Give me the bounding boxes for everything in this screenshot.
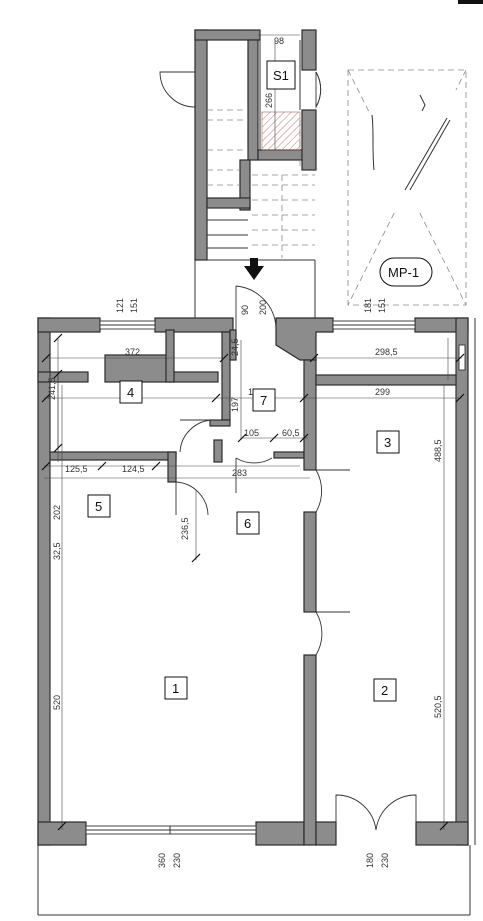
svg-text:7: 7 <box>260 393 267 408</box>
dim-bottom-win-a1: 360 <box>157 853 167 868</box>
svg-text:S1: S1 <box>273 68 289 83</box>
dimension-labels: 372 298,5 241,5 105 60,5 197 24,5 488,5 … <box>47 36 443 868</box>
dim-stair-height: 266 <box>264 93 274 108</box>
dim-row5-c: 283 <box>232 468 247 478</box>
dim-win-a1: 121 <box>115 298 125 313</box>
stair-doors <box>159 71 322 109</box>
dim-room7-width: 105 <box>244 428 259 438</box>
room-label-6: 6 <box>236 511 260 535</box>
mp1-label: MP-1 <box>379 257 433 287</box>
dim-win-a2: 151 <box>129 298 139 313</box>
dim-bottom-right-width: 299 <box>375 387 390 397</box>
dim-room7-top: 24,5 <box>230 338 240 356</box>
room-label-2: 2 <box>373 678 397 702</box>
svg-text:4: 4 <box>127 385 134 400</box>
dim-entry-b: 200 <box>258 300 268 315</box>
dim-win-b1: 181 <box>363 298 373 313</box>
corner-mark <box>458 0 483 4</box>
dim-bottom-win-a2: 230 <box>172 853 182 868</box>
stair-label-s1: S1 <box>266 60 296 90</box>
room-label-5: 5 <box>87 494 111 518</box>
dim-room7-height: 197 <box>230 397 240 412</box>
dim-room5-height: 202 <box>52 505 62 520</box>
svg-text:3: 3 <box>384 435 391 450</box>
dim-room2-height: 520,5 <box>433 695 443 718</box>
entry-arrow-icon <box>244 258 264 280</box>
room-label-3: 3 <box>376 430 400 454</box>
dim-left-upper-height: 241,5 <box>47 377 57 400</box>
dim-stair-width: 98 <box>274 36 284 46</box>
dim-win-b2: 151 <box>377 298 387 313</box>
stair-walls <box>194 29 317 261</box>
windows <box>85 320 466 835</box>
svg-text:2: 2 <box>381 683 388 698</box>
dimension-ticks <box>41 333 465 831</box>
mp1-element <box>347 69 467 306</box>
dim-room3-height: 488,5 <box>433 439 443 462</box>
building-walls <box>37 317 469 846</box>
dim-room5-small: 32,5 <box>52 542 62 560</box>
dim-top-right-width: 298,5 <box>375 347 398 357</box>
dim-bottom-win-b1: 180 <box>365 853 375 868</box>
dim-top-left-width: 372 <box>125 347 140 357</box>
dim-row5-a: 125,5 <box>65 464 88 474</box>
room-labels: 1 2 3 4 5 6 7 S1 <box>87 60 433 702</box>
dimension-lines <box>44 34 462 830</box>
stair-details <box>207 40 315 261</box>
dim-entry-a: 90 <box>240 305 250 315</box>
room-label-1: 1 <box>164 676 188 700</box>
room-lines <box>49 332 457 822</box>
dim-room6-height: 236,5 <box>180 517 190 540</box>
doors <box>175 285 417 831</box>
room-label-4: 4 <box>119 380 143 404</box>
dim-room1-height: 520 <box>52 695 62 710</box>
room-label-7: 7 <box>252 388 276 412</box>
svg-text:6: 6 <box>244 516 251 531</box>
svg-text:1: 1 <box>172 681 179 696</box>
dim-bottom-win-b2: 230 <box>380 853 390 868</box>
dim-room7-small: 60,5 <box>282 428 300 438</box>
svg-text:5: 5 <box>95 499 102 514</box>
dim-row5-b: 124,5 <box>122 464 145 474</box>
svg-text:MP-1: MP-1 <box>388 265 419 280</box>
